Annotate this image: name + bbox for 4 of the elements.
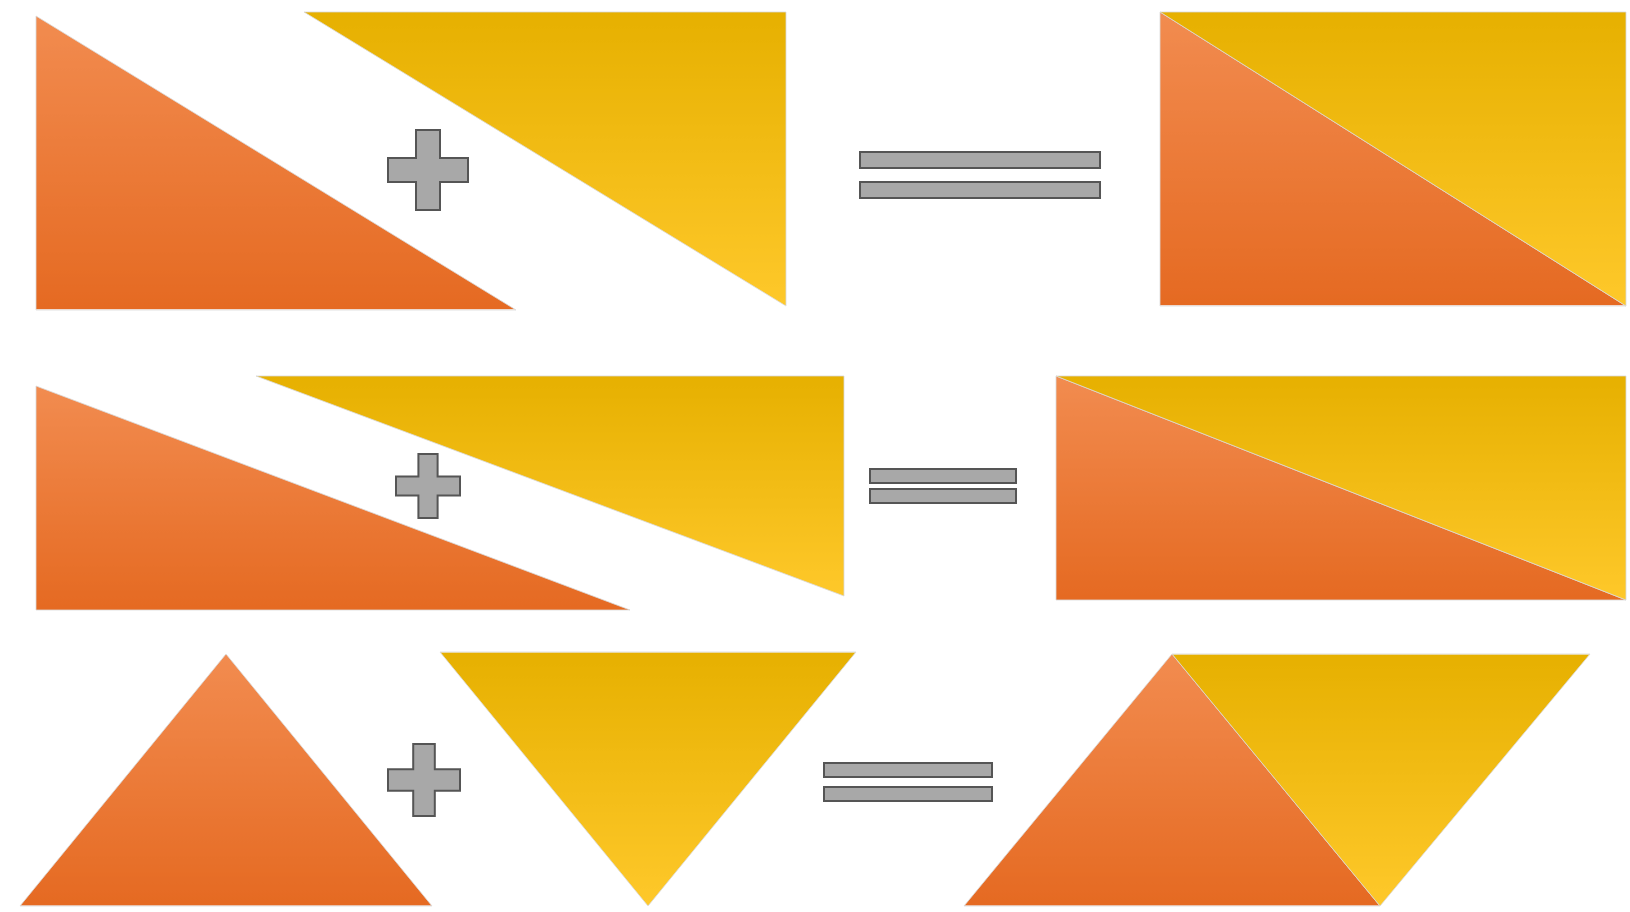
triangle [19,653,433,907]
triangle [439,651,857,907]
split-rectangle [1159,11,1627,307]
split-rectangle [1055,375,1627,601]
